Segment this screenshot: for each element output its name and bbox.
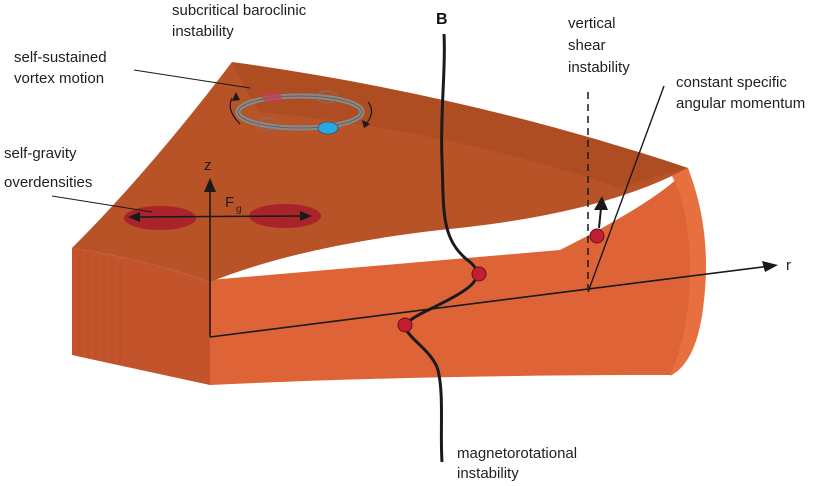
disk-top-face	[72, 62, 688, 282]
overdensity-left	[124, 206, 196, 230]
label-mri-2: instability	[457, 465, 519, 482]
label-vortex-2: vortex motion	[14, 70, 104, 87]
disk-top-band	[232, 62, 688, 188]
label-vshear-3: instability	[568, 59, 630, 76]
label-gravity-1: self-gravity	[4, 145, 77, 162]
vortex-rotation-arrow-left	[229, 97, 241, 125]
label-mri-1: magnetorotational	[457, 445, 577, 462]
disk-side-face	[210, 168, 704, 385]
label-angmom-2: angular momentum	[676, 95, 805, 112]
disk-left-face	[72, 248, 210, 385]
label-vortex-1: self-sustained	[14, 49, 107, 66]
vortex-ring	[235, 90, 365, 131]
gravity-arrow-right	[300, 211, 312, 221]
z-axis-arrowhead	[204, 178, 216, 192]
magnetic-field-line	[404, 33, 479, 463]
gravity-force-subscript: g	[236, 204, 242, 215]
gravity-pointer	[51, 195, 153, 213]
label-baroclinic-1: subcritical baroclinic	[172, 2, 307, 19]
vortex-pointer	[133, 69, 251, 89]
vortex-arrowhead-right	[362, 120, 370, 128]
left-face-texture	[79, 252, 121, 365]
vortex-blue-dot	[317, 121, 339, 135]
vshear-parcel-dot	[589, 228, 605, 244]
vortex-arrowhead-left	[232, 92, 240, 101]
gravity-force-line	[135, 215, 305, 218]
r-axis-line	[209, 265, 771, 338]
field-dot-lower	[397, 317, 413, 333]
angmom-pointer	[587, 85, 665, 293]
label-gravity-2: overdensities	[4, 174, 92, 191]
label-vshear-2: shear	[568, 37, 606, 54]
label-baroclinic-2: instability	[172, 23, 234, 40]
field-dot-upper	[471, 266, 487, 282]
gravity-force-label: F	[225, 194, 234, 211]
z-axis-label: z	[204, 157, 212, 174]
vshear-parcel-arrowhead	[594, 196, 608, 210]
disk-end-cap	[670, 168, 706, 376]
label-vshear-1: vertical	[568, 15, 616, 32]
vortex-rotation-arrow-right	[365, 101, 373, 125]
label-angmom-1: constant specific	[676, 74, 787, 91]
vshear-parcel-arrow	[598, 207, 602, 229]
r-axis-label: r	[786, 257, 791, 274]
r-axis-arrowhead	[762, 261, 778, 272]
gravity-arrow-left	[128, 212, 140, 222]
label-field-b: B	[436, 11, 448, 28]
